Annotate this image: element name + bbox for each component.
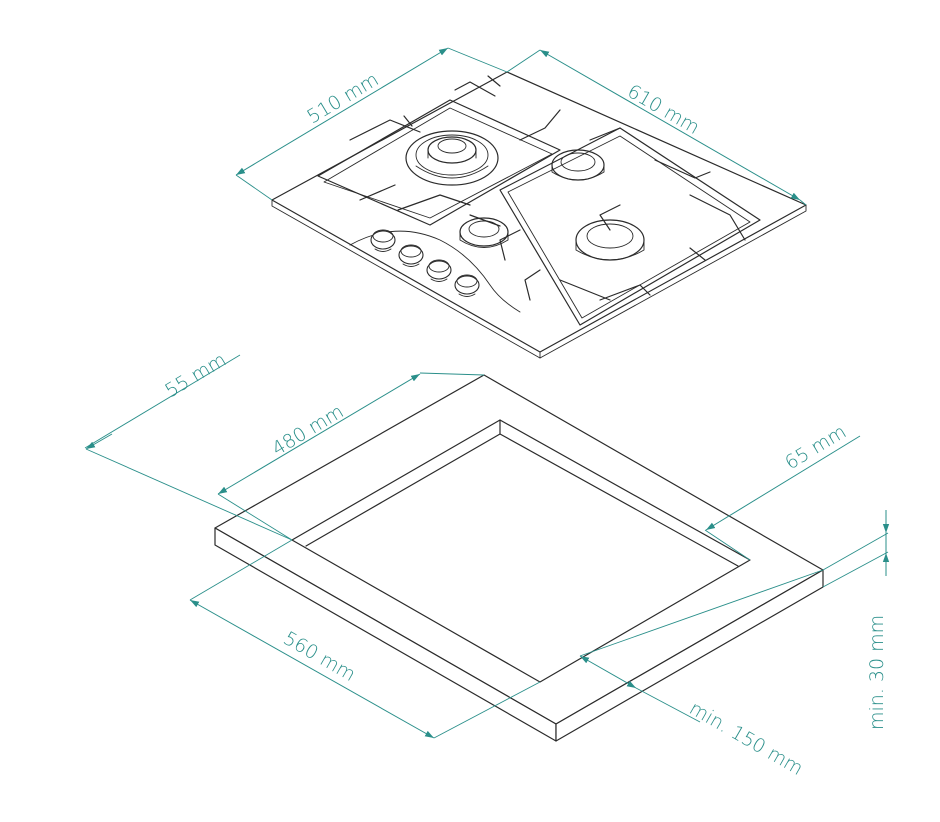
dim-line-55 <box>85 433 113 450</box>
dim-line-510 <box>235 47 449 176</box>
label-560mm: 560 mm <box>280 627 360 686</box>
dim-line-610 <box>539 49 801 201</box>
knob-3 <box>426 259 452 282</box>
burner-front-right <box>575 219 645 261</box>
label-min-150mm: min. 150 mm <box>686 697 807 780</box>
dim-line-150 <box>579 655 637 689</box>
hob-base-plate <box>271 71 807 353</box>
dim-line-480 <box>217 373 421 495</box>
label-510mm: 510 mm <box>303 69 382 129</box>
gas-hob <box>271 71 807 359</box>
burner-front-left <box>459 217 509 248</box>
control-knobs <box>370 229 480 297</box>
label-65mm: 65 mm <box>781 421 850 474</box>
label-480mm: 480 mm <box>268 401 347 461</box>
knob-1 <box>370 229 396 252</box>
dim-line-65 <box>705 435 861 531</box>
dim-line-560 <box>189 599 435 739</box>
knob-4 <box>454 274 480 297</box>
label-55mm: 55 mm <box>161 349 230 402</box>
knob-2 <box>398 244 424 267</box>
label-min-30mm: min. 30 mm <box>866 615 888 730</box>
